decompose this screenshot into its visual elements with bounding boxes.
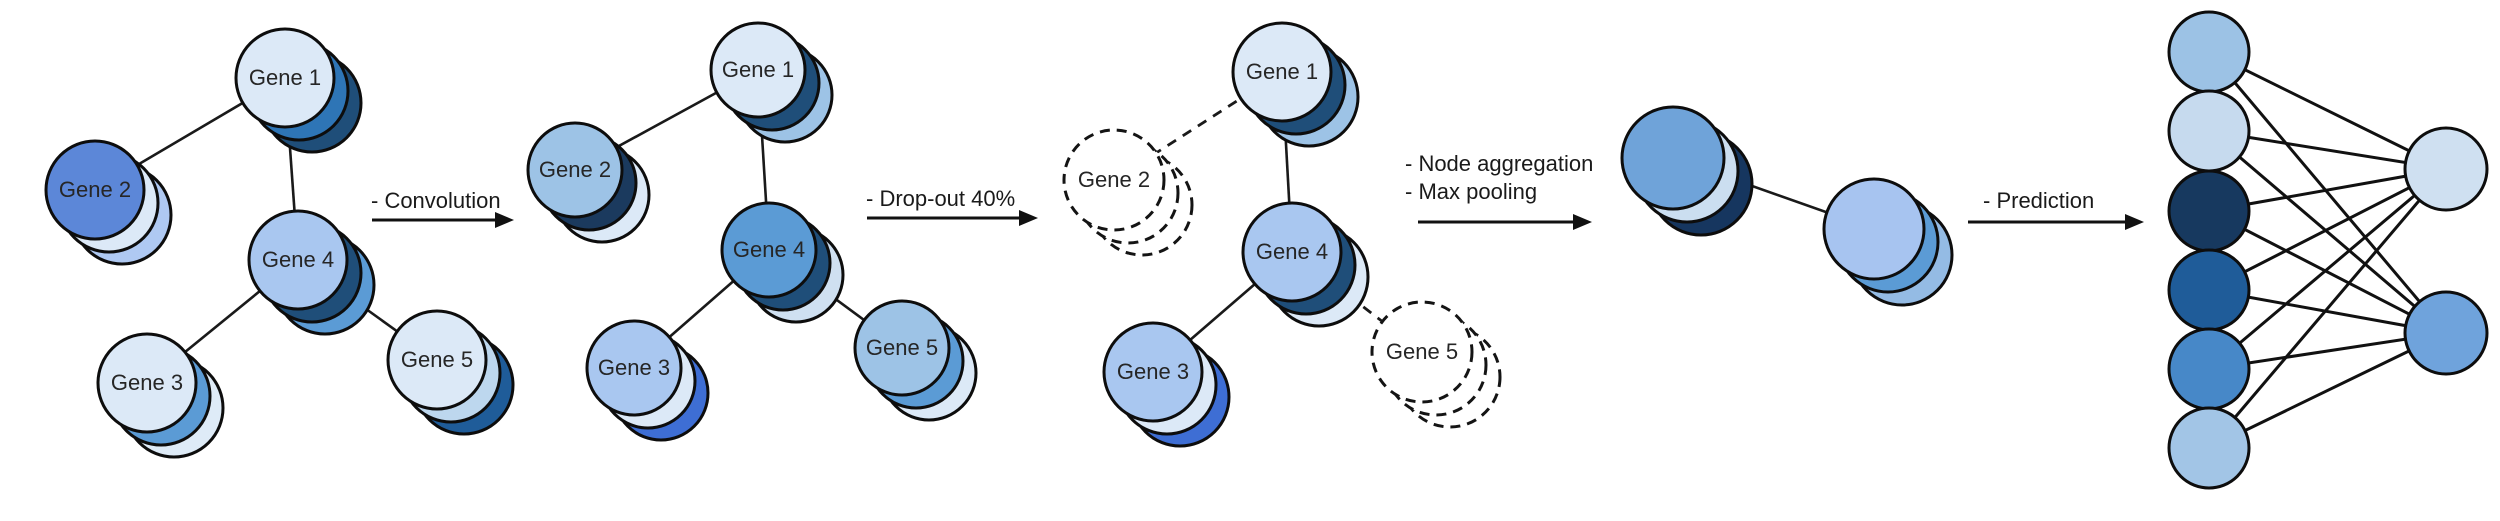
node-label: Gene 3 <box>1117 359 1189 384</box>
step-dropout: - Drop-out 40% <box>866 186 1038 226</box>
node-label: Gene 5 <box>1386 339 1458 364</box>
node-stack-gene2-dropped: Gene 2 <box>1062 128 1194 257</box>
node-main-circle-dashed <box>1062 128 1166 232</box>
node-main-circle <box>709 21 807 119</box>
nn-input-layer <box>2167 10 2251 490</box>
nn-output-node <box>2403 126 2489 212</box>
neural-network <box>2167 10 2489 490</box>
stage3-graph: Gene 1 Gene 2 Gene 4 Gene 3 Gene 5 <box>1062 21 1502 448</box>
node-main-circle <box>720 201 818 299</box>
step-aggregation: - Node aggregation - Max pooling <box>1405 151 1593 230</box>
node-stack-gene4: Gene 4 <box>1241 201 1370 328</box>
nn-edge <box>2208 331 2447 450</box>
node-label: Gene 1 <box>249 65 321 90</box>
node-stack-gene2: Gene 2 <box>44 139 173 266</box>
nn-input-node <box>2167 327 2251 411</box>
dropout-label: - Drop-out 40% <box>866 186 1015 211</box>
node-main-circle <box>526 121 624 219</box>
node-label: Gene 2 <box>1078 167 1150 192</box>
convolution-label: - Convolution <box>371 188 501 213</box>
node-main-circle <box>1102 321 1204 423</box>
node-label: Gene 4 <box>262 247 334 272</box>
node-label: Gene 4 <box>733 237 805 262</box>
nn-input-node <box>2167 248 2251 332</box>
nn-edge <box>2207 168 2448 449</box>
node-main-circle <box>1822 177 1926 281</box>
node-stack-gene5-dropped: Gene 5 <box>1370 300 1502 429</box>
node-stack-gene3: Gene 3 <box>1102 321 1231 448</box>
node-stack-gene1: Gene 1 <box>234 27 363 154</box>
node-label: Gene 5 <box>401 347 473 372</box>
node-main-circle <box>247 209 349 311</box>
node-main-circle <box>1231 21 1333 123</box>
node-stack-gene5: Gene 5 <box>853 299 978 422</box>
node-label: Gene 2 <box>539 157 611 182</box>
nn-output-layer <box>2403 126 2489 376</box>
node-main-circle <box>234 27 336 129</box>
node-stack-gene4: Gene 4 <box>247 209 376 336</box>
nn-edge <box>2208 209 2447 335</box>
step-convolution: - Convolution <box>371 188 514 228</box>
prediction-arrowhead-icon <box>2125 214 2144 230</box>
node-label: Gene 1 <box>1246 59 1318 84</box>
nn-edge <box>2208 50 2447 171</box>
nn-edge <box>2207 51 2448 334</box>
node-label: Gene 4 <box>1256 239 1328 264</box>
prediction-label: - Prediction <box>1983 188 2094 213</box>
node-stack-gene2: Gene 2 <box>526 121 651 244</box>
node-label: Gene 2 <box>59 177 131 202</box>
node-stack-gene1: Gene 1 <box>709 21 834 144</box>
node-main-circle-dashed <box>1370 300 1474 404</box>
aggregation-arrowhead-icon <box>1573 214 1592 230</box>
stage1-graph: Gene 1 Gene 2 Gene 4 Gene 3 Gene 5 <box>44 27 515 459</box>
node-label: Gene 3 <box>598 355 670 380</box>
nn-edge <box>2208 129 2447 335</box>
node-stack-supernode-right <box>1822 177 1954 307</box>
nn-input-node <box>2167 169 2251 253</box>
node-main-circle <box>585 319 683 417</box>
node-stack-gene4: Gene 4 <box>720 201 845 324</box>
node-main-circle <box>386 309 488 411</box>
node-aggregation-label: - Node aggregation <box>1405 151 1593 176</box>
stage2-graph: Gene 1 Gene 2 Gene 4 Gene 3 Gene 5 <box>526 21 978 442</box>
stage4-graph <box>1620 105 1954 307</box>
node-stack-gene1: Gene 1 <box>1231 21 1360 148</box>
max-pooling-label: - Max pooling <box>1405 179 1537 204</box>
node-main-circle <box>853 299 951 397</box>
dropout-arrowhead-icon <box>1019 210 1038 226</box>
node-label: Gene 3 <box>111 370 183 395</box>
nn-edge <box>2208 167 2447 292</box>
nn-input-node <box>2167 89 2251 173</box>
node-label: Gene 5 <box>866 335 938 360</box>
node-stack-gene3: Gene 3 <box>585 319 710 442</box>
node-main-circle <box>44 139 146 241</box>
step-prediction: - Prediction <box>1968 188 2144 230</box>
node-main-circle <box>1241 201 1343 303</box>
node-stack-supernode-left <box>1620 105 1754 237</box>
node-main-circle <box>96 332 198 434</box>
nn-input-node <box>2167 10 2251 94</box>
nn-output-node <box>2403 290 2489 376</box>
convolution-arrowhead-icon <box>495 212 514 228</box>
node-stack-gene5: Gene 5 <box>386 309 515 436</box>
node-main-circle <box>1620 105 1726 211</box>
node-label: Gene 1 <box>722 57 794 82</box>
nn-input-node <box>2167 406 2251 490</box>
nn-edge <box>2208 167 2447 371</box>
node-stack-gene3: Gene 3 <box>96 332 225 459</box>
